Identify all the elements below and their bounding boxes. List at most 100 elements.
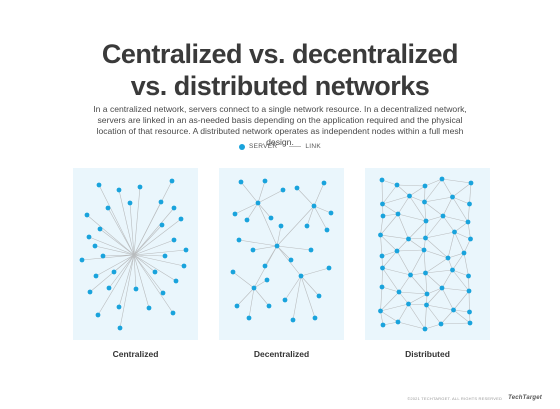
link-line (410, 272, 426, 276)
link-line (89, 254, 135, 293)
link-line (98, 184, 135, 256)
server-node (87, 289, 93, 295)
link-line (410, 274, 428, 295)
distributed-network-diagram (378, 176, 474, 332)
link-line (425, 272, 443, 289)
link-line (463, 252, 469, 277)
link-line (253, 279, 268, 289)
link-line-icon (289, 146, 302, 147)
link-line (276, 205, 315, 247)
server-node (439, 176, 445, 182)
server-node (395, 319, 401, 325)
link-line (133, 254, 166, 257)
link-line (248, 287, 255, 319)
link-line (408, 220, 427, 240)
link-line (397, 303, 409, 323)
link-line (118, 254, 135, 308)
server-node (116, 187, 122, 193)
link-line (300, 267, 330, 277)
server-node (312, 315, 318, 321)
server-node (183, 247, 189, 253)
link-line (424, 196, 453, 203)
link-line (447, 252, 465, 259)
link-line (409, 195, 427, 222)
link-line (133, 254, 156, 273)
link-line (133, 249, 187, 256)
server-node (79, 257, 85, 263)
link-line (425, 220, 427, 239)
decentralized-network-diagram (230, 178, 334, 323)
server-node (466, 288, 472, 294)
server-node (230, 269, 236, 275)
server-node (282, 297, 288, 303)
server-node (178, 216, 184, 222)
link-line (441, 287, 454, 311)
server-node (421, 247, 427, 253)
server-node (244, 217, 250, 223)
link-line (453, 290, 470, 311)
server-node (266, 303, 272, 309)
server-node (465, 219, 471, 225)
link-line (381, 267, 383, 288)
link-line (99, 228, 135, 256)
server-node (423, 235, 428, 241)
link-line (398, 291, 428, 295)
link-line (382, 321, 399, 326)
server-node (137, 184, 143, 190)
link-line (424, 185, 426, 203)
link-line (380, 303, 409, 312)
link-line (426, 304, 442, 325)
link-line (397, 213, 427, 222)
link-line (284, 275, 302, 301)
link-line (382, 267, 411, 276)
link-line (425, 215, 444, 239)
link-line (409, 185, 426, 197)
link-line (133, 201, 162, 256)
server-node (117, 325, 123, 331)
server-node (96, 182, 102, 188)
server-node (408, 272, 413, 278)
link-line (129, 202, 135, 256)
link-line (440, 322, 471, 325)
page-title: Centralized vs. decentralized vs. distri… (0, 38, 560, 102)
link-line (382, 203, 399, 215)
server-node (127, 200, 133, 206)
link-line (424, 201, 444, 217)
link-line (398, 291, 409, 305)
server-node (294, 185, 300, 191)
link-line (409, 195, 425, 203)
link-line (441, 269, 453, 289)
server-node (406, 236, 411, 242)
link-line (94, 245, 135, 256)
legend-link-label: LINK (305, 143, 322, 150)
link-line (424, 323, 442, 330)
server-node (288, 257, 294, 263)
link-line (246, 202, 259, 221)
link-line (468, 290, 470, 313)
link-line (398, 274, 411, 293)
server-node (158, 199, 164, 205)
server-node (95, 312, 101, 318)
server-node (133, 286, 139, 292)
caption-decentralized: Decentralized (253, 349, 310, 359)
link-line (425, 269, 453, 274)
link-line (380, 234, 383, 257)
link-line (234, 202, 259, 215)
link-line (408, 303, 427, 306)
server-node (378, 308, 383, 314)
server-node (262, 263, 268, 269)
server-node (86, 234, 92, 240)
link-line (381, 286, 400, 293)
link-line (426, 304, 454, 311)
link-line (380, 213, 399, 236)
legend-server-label: SERVER (248, 143, 278, 150)
title-line-2: vs. distributed networks (130, 71, 430, 101)
server-node (255, 200, 261, 206)
server-node (308, 247, 314, 253)
copyright-text: ©2021 TECHTARGET. ALL RIGHTS RESERVED (407, 395, 503, 401)
caption-centralized: Centralized (112, 349, 159, 359)
link-line (453, 309, 471, 324)
link-line (252, 245, 278, 251)
server-node (159, 222, 165, 228)
link-line (425, 215, 444, 222)
